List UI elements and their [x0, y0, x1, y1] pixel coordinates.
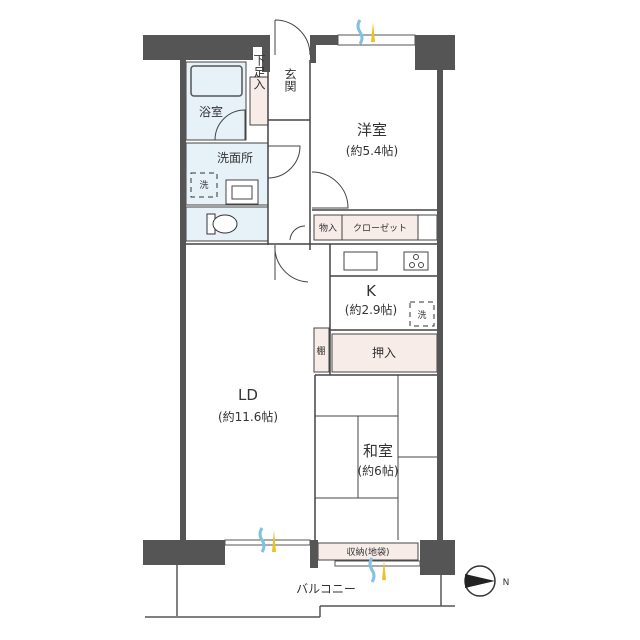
exterior-walls: [143, 35, 455, 575]
bathroom-label: 浴室: [199, 104, 223, 119]
closet-end: [417, 214, 438, 241]
interior-walls: [186, 60, 437, 540]
compass-label: N: [503, 578, 510, 588]
windows: [224, 34, 421, 567]
balcony-railing: [145, 565, 455, 618]
closet-label: クローゼット: [353, 222, 407, 234]
kitchen-size: (約2.9帖): [345, 302, 397, 317]
washroom-label: 洗面所: [217, 151, 253, 165]
shelf: [313, 327, 330, 373]
kitchen-washer-mark: 洗: [417, 309, 426, 321]
washer-mark: 洗: [199, 179, 208, 191]
oshiire: [331, 333, 438, 373]
ld-label: LD: [238, 386, 258, 404]
oshiire-label: 押入: [372, 346, 396, 360]
storage-label: 物入: [319, 222, 337, 234]
washer-space: [190, 172, 218, 198]
storage-closet: [313, 214, 343, 241]
balcony-label: バルコニー: [296, 582, 356, 596]
kitchen-label: K: [366, 282, 377, 300]
japanese-room-label: 和室: [363, 442, 393, 460]
tatami-lines: [315, 375, 437, 540]
shelf-label: 棚: [316, 345, 325, 357]
ld-size: (約11.6帖): [218, 409, 278, 424]
sink-basin: [231, 185, 253, 200]
bathtub: [190, 65, 243, 97]
vanity-sink: [225, 179, 259, 205]
toilet-icon: [206, 213, 238, 235]
shoe-cabinet-label: 下足入: [252, 54, 266, 90]
western-room-label: 洋室: [357, 121, 387, 139]
kitchen-sink: [343, 251, 378, 271]
japanese-room-size: (約6帖): [358, 463, 399, 478]
north-compass-icon: [464, 565, 496, 597]
kitchen-washer-space: [409, 301, 435, 327]
western-room-size: (約5.4帖): [346, 143, 398, 158]
floor-storage-label: 収納(地袋): [346, 546, 389, 558]
window-ventilation-icons: [258, 19, 386, 583]
entrance-label-vertical: 玄関: [283, 67, 297, 92]
door-swings: [214, 19, 349, 283]
stove-icon: [403, 251, 429, 271]
closet: [341, 214, 419, 241]
